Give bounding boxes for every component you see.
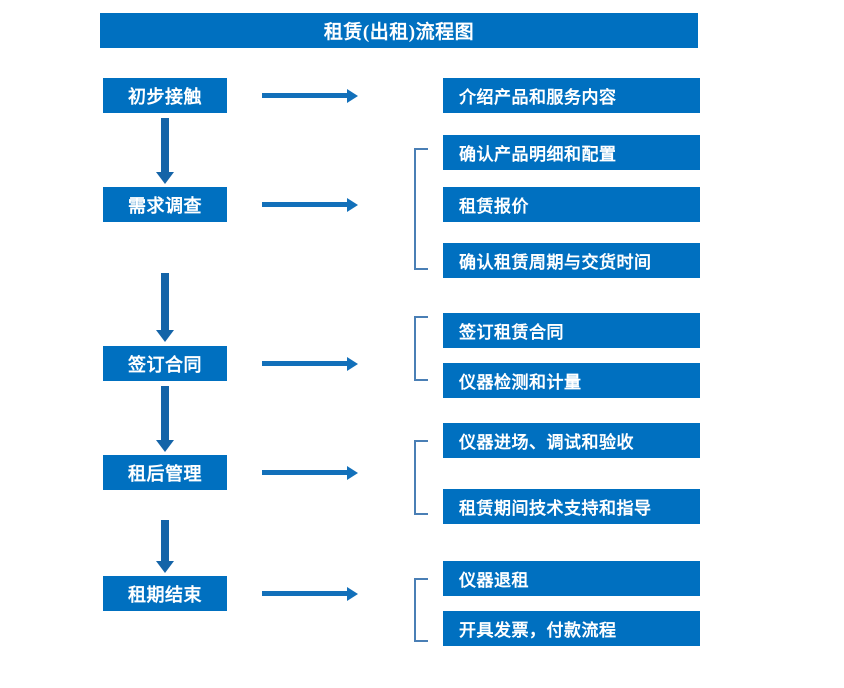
flow-arrow-down-1: [161, 118, 169, 173]
detail-box-2-1[interactable]: 确认产品明细和配置: [443, 135, 700, 170]
flow-arrow-right-3: [262, 361, 348, 366]
flow-arrow-down-4: [161, 520, 169, 562]
flow-arrow-down-2: [161, 273, 169, 331]
detail-box-3-1[interactable]: 签订租赁合同: [443, 313, 700, 348]
detail-box-2-3[interactable]: 确认租赁周期与交货时间: [443, 243, 700, 278]
detail-box-3-2[interactable]: 仪器检测和计量: [443, 363, 700, 398]
flow-arrow-right-5: [262, 591, 348, 596]
stage-box-3[interactable]: 签订合同: [103, 346, 227, 381]
group-bracket-3: [414, 316, 428, 381]
detail-box-4-1[interactable]: 仪器进场、调试和验收: [443, 423, 700, 458]
chart-title-banner: 租赁(出租)流程图: [100, 13, 698, 48]
stage-box-5[interactable]: 租期结束: [103, 576, 227, 611]
group-bracket-4: [414, 440, 428, 515]
detail-box-4-2[interactable]: 租赁期间技术支持和指导: [443, 489, 700, 524]
flow-arrow-right-1: [262, 93, 348, 98]
flow-arrow-right-2: [262, 202, 348, 207]
stage-box-1[interactable]: 初步接触: [103, 78, 227, 113]
flow-arrow-right-4: [262, 470, 348, 475]
group-bracket-5: [414, 578, 428, 642]
group-bracket-2: [414, 148, 428, 270]
detail-box-5-2[interactable]: 开具发票，付款流程: [443, 611, 700, 646]
detail-box-5-1[interactable]: 仪器退租: [443, 561, 700, 596]
stage-box-2[interactable]: 需求调查: [103, 187, 227, 222]
flow-arrow-down-3: [161, 386, 169, 441]
stage-box-4[interactable]: 租后管理: [103, 455, 227, 490]
detail-box-2-2[interactable]: 租赁报价: [443, 187, 700, 222]
detail-box-1-1[interactable]: 介绍产品和服务内容: [443, 78, 700, 113]
